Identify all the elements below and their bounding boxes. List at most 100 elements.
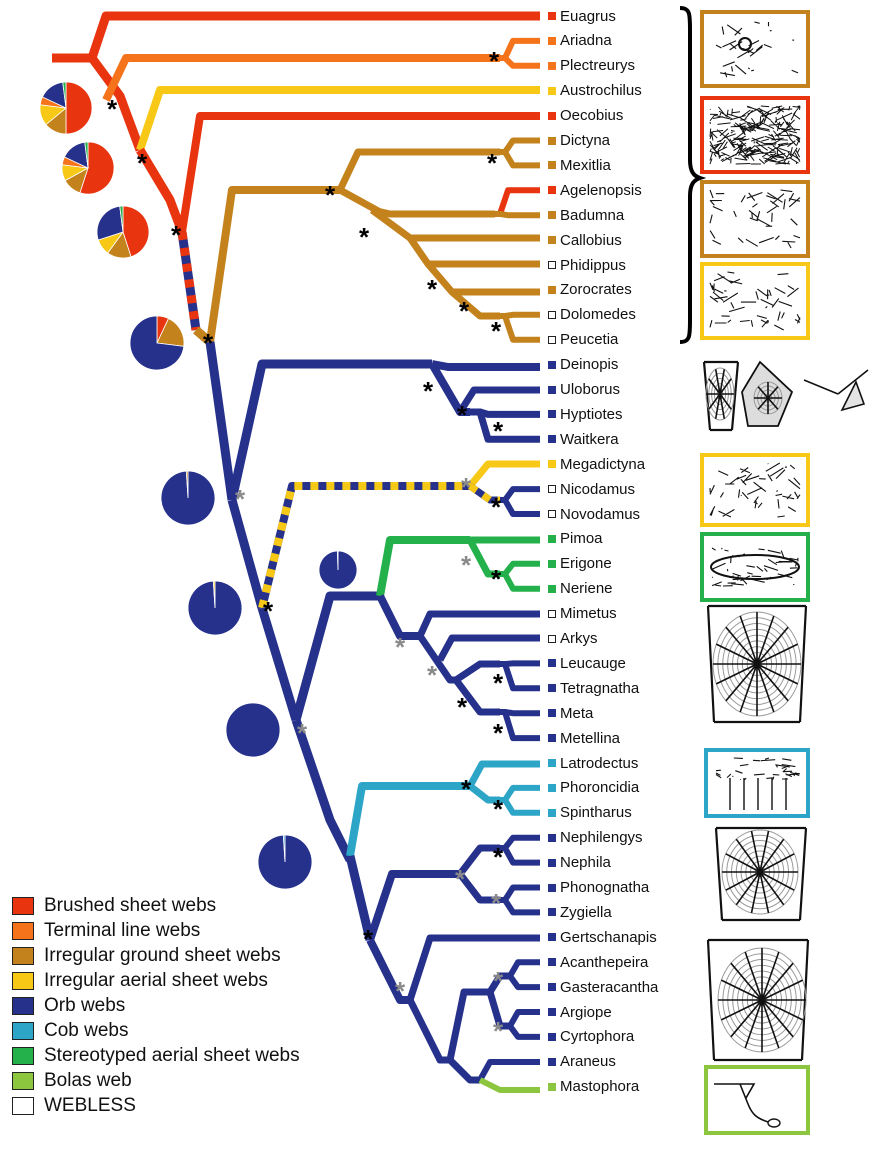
support-asterisk-moderate: * — [493, 966, 504, 996]
legend-item-aerial: Irregular aerial sheet webs — [12, 968, 300, 993]
legend-item-cob: Cob webs — [12, 1018, 300, 1043]
state-swatch — [548, 759, 556, 767]
web-bolas — [704, 1065, 810, 1135]
branch-austrochilus — [136, 86, 540, 152]
legend-swatch — [12, 921, 34, 940]
legend-label: Irregular aerial sheet webs — [44, 969, 268, 991]
taxon-name: Araneus — [560, 1053, 616, 1071]
web-terminal-line — [700, 10, 810, 88]
terminal-branch-waitkera — [470, 408, 540, 443]
branch-mimetus — [416, 610, 540, 638]
state-swatch — [548, 609, 556, 618]
clade-bracket — [679, 6, 707, 344]
support-asterisk-high: * — [263, 596, 274, 626]
state-swatch — [548, 908, 556, 917]
ancestral-state-pie-1 — [39, 81, 93, 135]
taxon-name: Pimoa — [560, 530, 603, 548]
taxon-badumna: Badumna — [548, 203, 624, 227]
ancestral-state-pie-4 — [129, 315, 185, 371]
support-asterisk-high: * — [491, 316, 502, 346]
support-asterisk-high: * — [137, 148, 148, 178]
state-swatch — [548, 709, 556, 718]
taxon-name: Gasteracantha — [560, 978, 659, 996]
taxon-acanthepeira: Acanthepeira — [548, 950, 648, 974]
support-asterisk-moderate: * — [427, 660, 438, 690]
taxon-name: Arkys — [560, 630, 598, 647]
taxon-name: Plectreurys — [560, 57, 636, 75]
taxon-waitkera: Waitkera — [548, 427, 619, 451]
branch-megadictyna — [467, 460, 540, 489]
taxon-zorocrates: Zorocrates — [548, 278, 632, 302]
pie-slice-orb — [129, 315, 185, 371]
branch-euagrus — [87, 11, 540, 60]
state-swatch — [548, 261, 556, 269]
taxon-name: Austrochilus — [560, 82, 642, 100]
taxon-name: Peucetia — [560, 331, 619, 349]
taxon-erigone: Erigone — [548, 552, 612, 576]
taxon-dictyna: Dictyna — [548, 129, 610, 153]
taxon-name: Ariadna — [560, 32, 612, 50]
orb-backbone-2 — [227, 498, 267, 610]
taxon-metellina: Metellina — [548, 726, 620, 750]
state-swatch — [548, 510, 556, 518]
taxon-name: Agelenopsis — [560, 181, 642, 199]
backbone-1 — [88, 55, 145, 152]
support-asterisk-high: * — [487, 148, 498, 178]
branch-nicodamid-dashed — [258, 482, 470, 609]
support-asterisk-moderate: * — [395, 632, 406, 662]
terminal-branch-gasteracantha — [505, 973, 540, 991]
state-swatch — [548, 734, 556, 743]
terminal-branch-novodamus — [500, 497, 540, 517]
terminal-branch-badumna — [495, 211, 540, 219]
taxon-name: Badumna — [560, 206, 625, 224]
branch-rta-clade — [206, 186, 340, 343]
pie-slice-orb — [225, 702, 281, 758]
web-orb-hyptiotes — [803, 369, 869, 412]
state-swatch — [548, 1008, 556, 1016]
branch-deinopis — [431, 360, 540, 371]
state-swatch — [548, 435, 556, 444]
ancestral-state-pie-2 — [61, 141, 115, 195]
orb-backbone-1 — [205, 341, 237, 501]
state-swatch — [548, 310, 556, 319]
taxon-name: Dolomedes — [560, 306, 636, 324]
taxon-phidippus: Phidippus — [548, 253, 626, 277]
support-asterisk-high: * — [359, 222, 370, 252]
support-asterisk-high: * — [493, 842, 504, 872]
support-asterisk-high: * — [427, 274, 438, 304]
branch-araneus-hub — [447, 1057, 480, 1084]
branch-dolomedes-clade — [449, 289, 500, 320]
branch-agelenopsis-clade — [371, 206, 495, 218]
taxon-agelenopsis: Agelenopsis — [548, 178, 642, 202]
branch-araneid-2 — [406, 998, 450, 1064]
support-asterisk-high: * — [325, 180, 336, 210]
taxon-austrochilus: Austrochilus — [548, 79, 642, 103]
pie-slice-brushed — [122, 205, 150, 258]
taxon-spintharus: Spintharus — [548, 801, 632, 825]
branch-arkys-hub — [417, 634, 456, 684]
support-asterisk-high: * — [491, 564, 502, 594]
terminal-branch-tetragnatha — [500, 661, 540, 692]
ancestral-state-pie-9 — [257, 834, 313, 890]
support-asterisk-high: * — [203, 328, 214, 358]
branch-oecobius — [178, 112, 540, 233]
legend-label: Stereotyped aerial sheet webs — [44, 1044, 300, 1066]
branch-phonognatha-clade — [457, 871, 500, 904]
web-orb-nephila — [714, 826, 808, 922]
taxon-gertschanapis: Gertschanapis — [548, 925, 657, 949]
state-swatch — [548, 858, 556, 867]
taxon-name: Dictyna — [560, 132, 611, 149]
state-swatch — [548, 1082, 556, 1091]
terminal-branch-peucetia — [500, 313, 540, 343]
terminal-branch-agelenopsis — [495, 187, 540, 217]
web-orb-deinopis — [702, 360, 740, 432]
pie-slice-ground — [185, 470, 189, 499]
support-asterisk-moderate: * — [395, 976, 406, 1006]
taxon-gasteracantha: Gasteracantha — [548, 975, 658, 999]
support-asterisk-high: * — [461, 774, 472, 804]
legend-item-ground: Irregular ground sheet webs — [12, 943, 300, 968]
branch-leucauge-clade — [454, 660, 500, 683]
state-swatch — [548, 161, 556, 170]
